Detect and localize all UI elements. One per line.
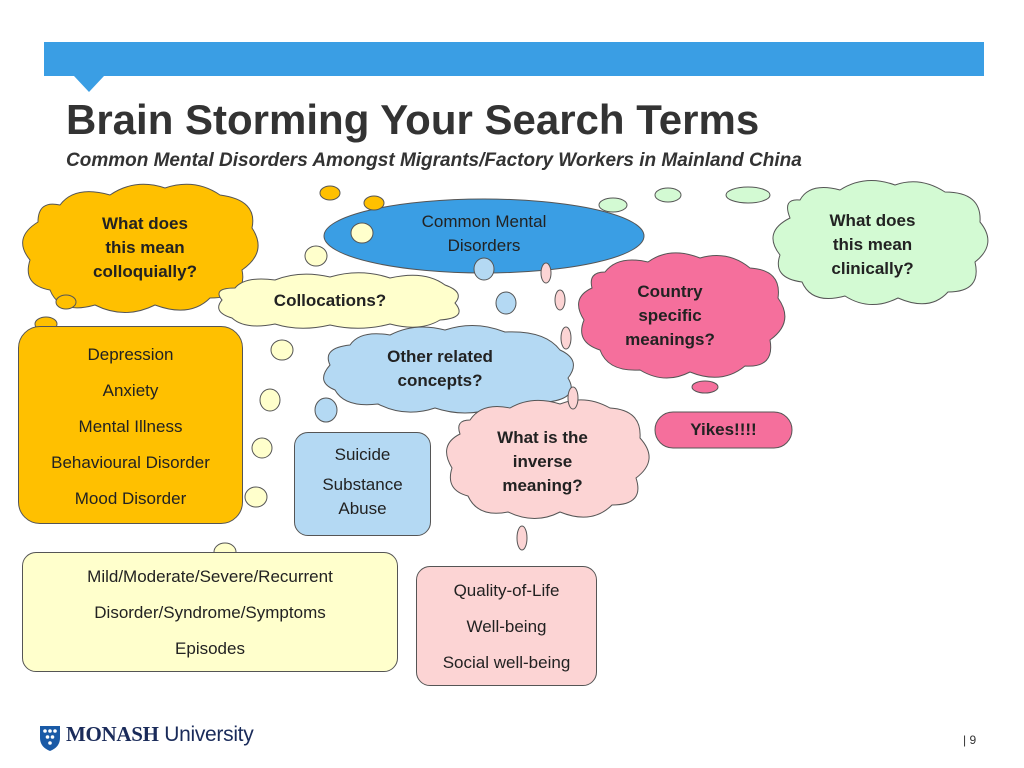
- cloud-line: specific: [638, 306, 702, 325]
- bubble: [304, 245, 328, 267]
- bubble: [319, 185, 341, 201]
- central-label: Common Mental Disorders: [384, 210, 584, 258]
- box-item: Anxiety: [102, 381, 159, 400]
- monash-crest-icon: [40, 726, 60, 751]
- bubble: [259, 388, 281, 412]
- cloud-line: What does: [102, 214, 188, 233]
- central-line: Disorders: [447, 236, 521, 255]
- bubble: [598, 197, 628, 213]
- cloud-inverse: [446, 399, 650, 519]
- cloud-inverse-text: What is the inverse meaning?: [470, 426, 615, 498]
- cloud-related-text: Other related concepts?: [360, 345, 520, 393]
- monash-logo: MONASH University: [66, 722, 254, 747]
- header-banner-pointer: [74, 76, 104, 92]
- cloud-yikes-text: Yikes!!!!: [655, 418, 792, 442]
- cloud-line: Country: [637, 282, 703, 301]
- box-item: Mental Illness: [78, 417, 183, 436]
- bubble: [567, 386, 579, 410]
- bubble: [691, 380, 719, 394]
- cloud-line: meaning?: [502, 476, 583, 495]
- box-item: Substance Abuse: [322, 475, 403, 518]
- cloud-line: Other related: [387, 347, 493, 366]
- bubble: [244, 486, 268, 508]
- page-title: Brain Storming Your Search Terms: [66, 96, 760, 143]
- bubble: [473, 257, 495, 281]
- logo-strong: MONASH: [66, 722, 159, 746]
- page-subtitle: Common Mental Disorders Amongst Migrants…: [66, 150, 802, 171]
- cloud-line: this mean: [832, 235, 913, 254]
- box-item: Episodes: [175, 639, 245, 658]
- cloud-clinical-text: What does this mean clinically?: [800, 209, 945, 281]
- cloud-line: meanings?: [625, 330, 715, 349]
- bubble: [495, 291, 517, 315]
- cloud-colloquial-text: What does this mean colloquially?: [60, 212, 230, 284]
- cloud-line: What is the: [497, 428, 588, 447]
- box-item: Mild/Moderate/Severe/Recurrent: [87, 567, 333, 586]
- cloud-line: colloquially?: [93, 262, 197, 281]
- bubble: [725, 186, 771, 204]
- cloud-collocations-text: Collocations?: [240, 289, 420, 313]
- cloud-line: clinically?: [831, 259, 914, 278]
- bubble: [270, 339, 294, 361]
- box-item: Quality-of-Life: [453, 581, 560, 600]
- bubble: [350, 222, 374, 244]
- bubble: [560, 326, 572, 350]
- cloud-line: What does: [829, 211, 916, 230]
- box-quality: Quality-of-Life Well-being Social well-b…: [416, 566, 597, 686]
- cloud-collocations: [218, 272, 460, 329]
- bubble: [251, 437, 273, 459]
- page-number: | 9: [963, 733, 977, 747]
- cloud-line: concepts?: [397, 371, 483, 390]
- bubble: [55, 294, 77, 310]
- cloud-colloquial: [22, 183, 259, 313]
- cloud-line: inverse: [512, 452, 573, 471]
- box-item: Social well-being: [442, 653, 571, 672]
- bubble: [314, 397, 338, 423]
- box-item: Mood Disorder: [74, 489, 187, 508]
- cloud-clinical: [772, 180, 989, 305]
- box-item: Behavioural Disorder: [51, 453, 210, 472]
- box-severity: Mild/Moderate/Severe/Recurrent Disorder/…: [22, 552, 398, 672]
- box-item: Suicide: [334, 445, 391, 464]
- box-suicide: Suicide Substance Abuse: [294, 432, 431, 536]
- box-disorders: Depression Anxiety Mental Illness Behavi…: [18, 326, 243, 524]
- cloud-line: Collocations?: [273, 291, 387, 310]
- box-item: Well-being: [466, 617, 547, 636]
- cloud-line: this mean: [105, 238, 185, 257]
- cloud-yikes: [654, 411, 793, 449]
- bubble: [516, 525, 528, 551]
- cloud-line: Yikes!!!!: [690, 420, 757, 439]
- header-banner: [44, 42, 984, 76]
- cloud-country: [578, 252, 786, 379]
- bubble: [554, 289, 566, 311]
- logo-light: University: [158, 723, 254, 746]
- bubble: [540, 262, 552, 284]
- box-item: Disorder/Syndrome/Symptoms: [94, 603, 326, 622]
- box-item: Depression: [87, 345, 174, 364]
- central-line: Common Mental: [421, 212, 547, 231]
- cloud-country-text: Country specific meanings?: [600, 280, 740, 352]
- bubble: [654, 187, 682, 203]
- bubble: [363, 195, 385, 211]
